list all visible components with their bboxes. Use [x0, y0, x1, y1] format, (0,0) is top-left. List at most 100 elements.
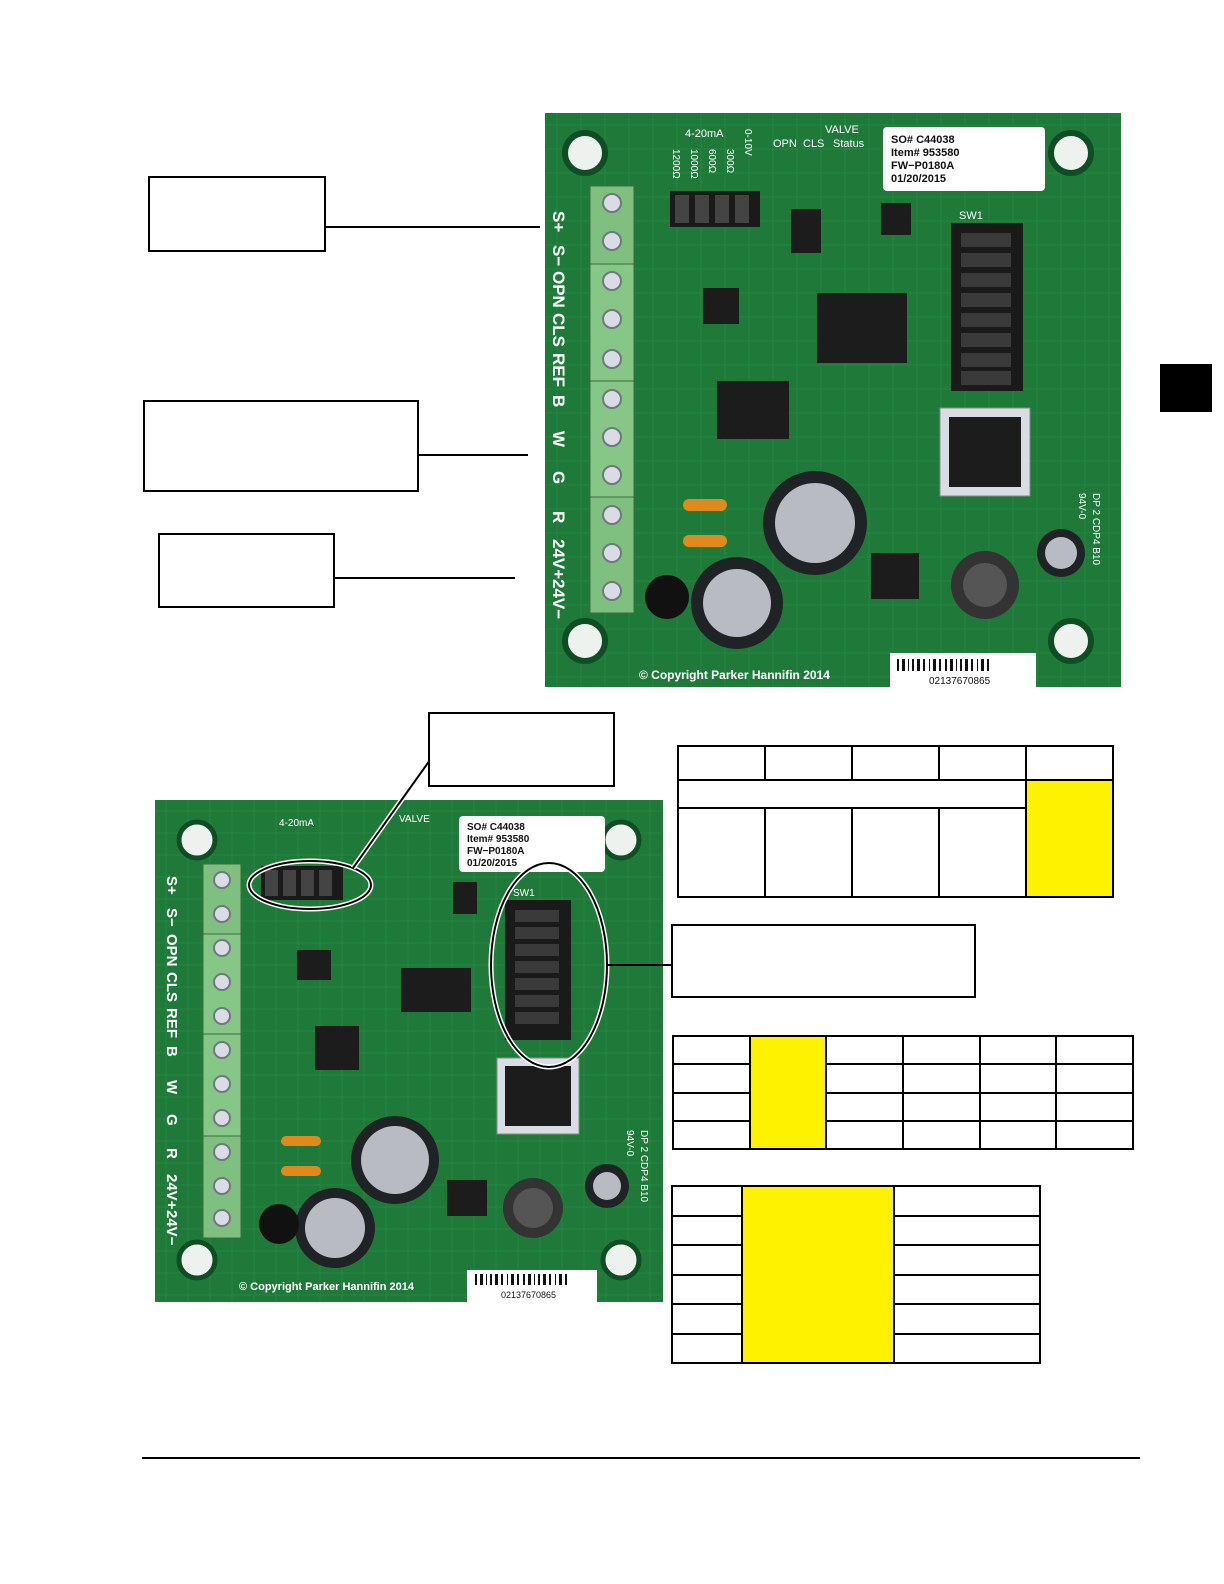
table-cell: [978, 1119, 1058, 1151]
jumper-header-label: 4-20mA: [685, 128, 724, 140]
rating-label: 94V-0: [1076, 493, 1087, 520]
board-illustration-top: S+ S− OPN CLS REF B W G R 24V+ 24V− 4-20…: [545, 113, 1121, 687]
table-cell: [978, 1091, 1058, 1122]
leader-line-power: [335, 577, 515, 579]
table-cell: [671, 1214, 743, 1246]
terminal-label: 24V+: [549, 539, 568, 579]
table-cell: [764, 807, 853, 898]
terminal-label: B: [163, 1046, 180, 1057]
switch-settings-table: [672, 1034, 1134, 1151]
status-label: Status: [833, 138, 865, 150]
table-cell: [901, 1063, 981, 1094]
table-cell: [672, 1119, 751, 1151]
table-cell: [825, 1034, 904, 1066]
terminal-label: S+: [163, 876, 180, 895]
table-cell: [825, 1063, 904, 1094]
callout-box-power: [158, 533, 335, 608]
jumper-col-label: 300Ω: [724, 149, 735, 174]
label-line: FW−P0180A: [891, 160, 954, 172]
footer-rule: [142, 1457, 1140, 1459]
rating-label: 94V-0: [624, 1130, 635, 1157]
terminal-label: G: [163, 1114, 180, 1126]
table-cell: [677, 807, 766, 898]
terminal-label: W: [549, 431, 568, 448]
terminal-label: R: [549, 511, 568, 523]
table-cell-highlighted: [748, 1035, 828, 1150]
section-tab-marker: [1160, 364, 1212, 412]
table-cell: [893, 1214, 1041, 1246]
callout-box-jumper: [428, 712, 615, 787]
table-cell: [1055, 1091, 1134, 1122]
rev-label: DP 2 CDP4 B10: [1090, 493, 1101, 566]
jumper-settings-table: [677, 745, 1114, 898]
status-label: OPN: [773, 138, 797, 150]
barcode-number: 02137670865: [929, 676, 991, 687]
terminal-label: G: [549, 471, 568, 484]
table-cell: [893, 1244, 1041, 1276]
table-cell-highlighted: [741, 1185, 895, 1364]
table-cell: [851, 807, 940, 898]
rev-label: DP 2 CDP4 B10: [638, 1130, 649, 1203]
switch-label: SW1: [513, 888, 535, 899]
table-cell: [893, 1185, 1041, 1217]
callout-box-control: [143, 400, 419, 492]
jumper-header-label: 4-20mA: [279, 818, 314, 829]
table-cell: [893, 1332, 1041, 1364]
terminal-label: 24V−: [549, 579, 568, 619]
terminal-label: OPN: [549, 271, 568, 308]
table-cell: [938, 745, 1027, 781]
jumper-col-label: 600Ω: [706, 149, 717, 174]
terminal-label: S−: [549, 245, 568, 266]
table-cell: [893, 1303, 1041, 1335]
leader-line-jumper-outline: [352, 759, 431, 869]
label-line: Item# 953580: [891, 147, 960, 159]
label-line: Item# 953580: [467, 834, 530, 845]
terminal-label: REF: [549, 353, 568, 387]
dipswitch-highlight-ellipse-outline: [490, 862, 608, 1068]
table-cell: [1055, 1034, 1134, 1066]
leader-line-sensor: [326, 226, 540, 228]
jumper-col-label: 1200Ω: [670, 149, 681, 179]
table-cell-merged: [677, 779, 1027, 809]
table-cell: [671, 1185, 743, 1217]
label-line: 01/20/2015: [891, 173, 946, 185]
table-cell: [901, 1091, 981, 1122]
jumper-col-label: 0-10V: [742, 129, 753, 156]
terminal-label: R: [163, 1148, 180, 1159]
terminal-label: 24V−: [163, 1210, 180, 1246]
terminal-label: CLS: [163, 972, 180, 1002]
table-cell: [978, 1063, 1058, 1094]
valve-label: VALVE: [825, 124, 859, 136]
leader-line-control: [419, 454, 528, 456]
table-cell: [671, 1332, 743, 1364]
table-cell: [1055, 1063, 1134, 1094]
label-line: SO# C44038: [891, 134, 955, 146]
table-cell: [901, 1034, 981, 1066]
table-cell: [672, 1034, 751, 1066]
callout-box-dipswitch: [671, 924, 976, 998]
terminal-label: CLS: [549, 313, 568, 347]
table-cell-highlighted: [1025, 779, 1114, 898]
terminal-label: S+: [549, 211, 568, 232]
table-cell: [901, 1119, 981, 1151]
control-board-photo-top: S+ S− OPN CLS REF B W G R 24V+ 24V− 4-20…: [545, 113, 1121, 687]
table-cell: [672, 1063, 751, 1094]
table-cell: [938, 807, 1027, 898]
terminal-label: OPN: [163, 934, 180, 967]
barcode-number: 02137670865: [501, 1290, 556, 1300]
terminal-label: 24V+: [163, 1174, 180, 1210]
status-label: CLS: [803, 138, 824, 150]
table-cell: [672, 1091, 751, 1122]
label-line: SO# C44038: [467, 822, 525, 833]
baud-rate-table: [671, 1185, 1041, 1364]
jumper-col-label: 1000Ω: [688, 149, 699, 179]
table-cell: [1055, 1119, 1134, 1151]
table-cell: [671, 1273, 743, 1305]
label-line: FW−P0180A: [467, 846, 525, 857]
jumper-highlight-ellipse-outline: [248, 860, 372, 910]
terminal-label: REF: [163, 1008, 180, 1038]
callout-box-sensor: [148, 176, 326, 252]
terminal-label: W: [163, 1080, 180, 1095]
terminal-label: S−: [163, 908, 180, 927]
copyright-text: © Copyright Parker Hannifin 2014: [239, 1281, 415, 1293]
